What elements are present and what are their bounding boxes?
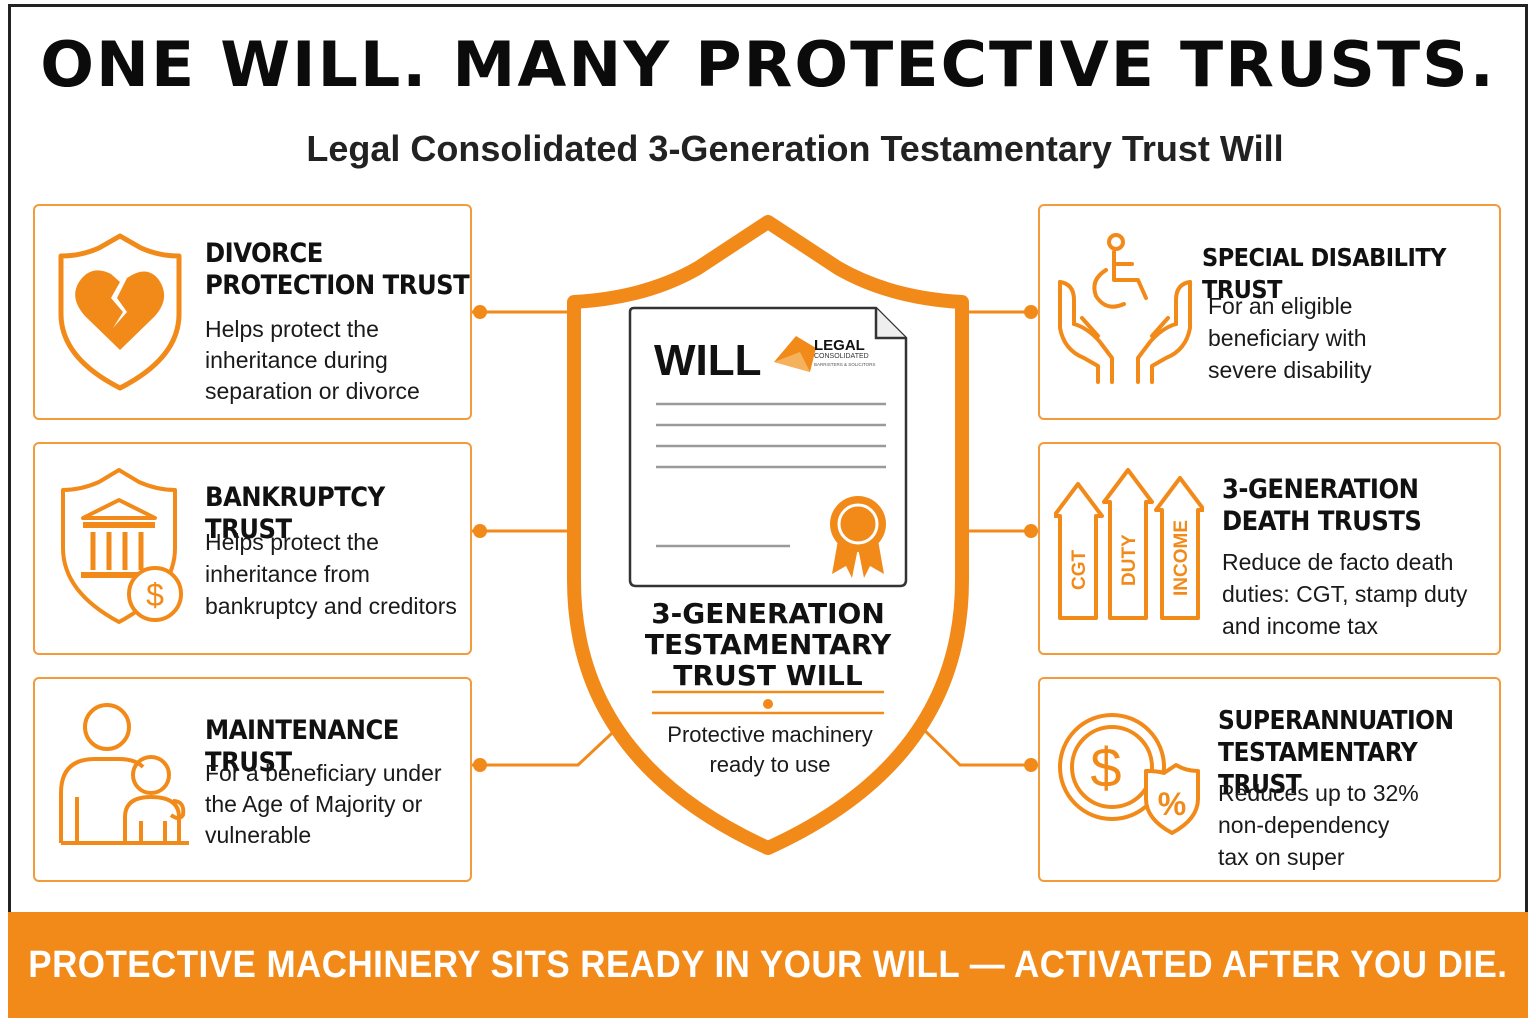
tax-arrows-icon: CGT DUTY INCOME [1054, 468, 1204, 620]
card-description: Reduce de facto death duties: CGT, stamp… [1222, 546, 1467, 642]
svg-text:%: % [1158, 786, 1186, 822]
card-desc-line: tax on super [1218, 844, 1345, 870]
card-desc-line: duties: CGT, stamp duty [1222, 581, 1468, 607]
center-title-line: TESTAMENTARY [644, 628, 892, 661]
bank-dollar-shield-icon: $ [61, 468, 183, 624]
card-desc-line: and income tax [1222, 613, 1378, 639]
center-title-line: 3-GENERATION [651, 597, 885, 630]
connector-maintenance [472, 718, 628, 767]
card-title-line: SPECIAL DISABILITY TRUST [1202, 243, 1446, 304]
card-title: MAINTENANCE TRUST [205, 715, 470, 779]
card-title: DIVORCE PROTECTION TRUST [205, 238, 470, 302]
card-description: Helps protect the inheritance from bankr… [205, 526, 457, 622]
arrow-label-cgt: CGT [1069, 550, 1090, 591]
card-title: SUPERANNUATION TESTAMENTARY TRUST [1218, 705, 1499, 801]
arrow-label-income: INCOME [1171, 520, 1192, 596]
center-title: 3-GENERATION TESTAMENTARY TRUST WILL [600, 598, 936, 691]
card-bankruptcy-trust: $ BANKRUPTCY TRUST Helps protect the inh… [33, 442, 472, 655]
card-title: BANKRUPTCY TRUST [205, 482, 470, 546]
card-desc-line: Reduces up to 32% [1218, 780, 1419, 806]
card-title-line: TESTAMENTARY TRUST [1218, 738, 1418, 800]
logo-tagline: BARRISTERS & SOLICITORS [814, 362, 876, 367]
card-divorce-protection-trust: DIVORCE PROTECTION TRUST Helps protect t… [33, 204, 472, 420]
card-description: Reduces up to 32% non-dependency tax on … [1218, 777, 1419, 873]
dollar-percent-shield-icon: $ % [1058, 713, 1200, 835]
broken-heart-shield-icon [58, 233, 182, 391]
connector-dot [1024, 305, 1038, 319]
card-special-disability-trust: SPECIAL DISABILITY TRUST For an eligible… [1038, 204, 1501, 420]
bottom-banner: PROTECTIVE MACHINERY SITS READY IN YOUR … [8, 912, 1528, 1018]
card-superannuation-testamentary-trust: $ % SUPERANNUATION TESTAMENTARY TRUST Re… [1038, 677, 1501, 882]
card-desc-line: Helps protect the [205, 316, 379, 342]
card-desc-line: Helps protect the [205, 529, 379, 555]
connector-dot [1024, 758, 1038, 772]
card-description: Helps protect the inheritance during sep… [205, 314, 420, 407]
card-title-line: PROTECTION TRUST [205, 270, 470, 301]
document-will-word: WILL [654, 336, 762, 385]
card-title-line: 3-GENERATION [1222, 474, 1419, 505]
card-3-generation-death-trusts: CGT DUTY INCOME 3-GENERATION DEATH TRUST… [1038, 442, 1501, 655]
center-sub-line: ready to use [709, 752, 831, 777]
card-desc-line: beneficiary with [1208, 325, 1367, 351]
card-desc-line: For a beneficiary under [205, 760, 442, 786]
connector-dot [1024, 524, 1038, 538]
logo-icon [774, 336, 816, 372]
card-desc-line: separation or divorce [205, 378, 420, 404]
banner-text: PROTECTIVE MACHINERY SITS READY IN YOUR … [28, 943, 1508, 986]
card-description: For an eligible beneficiary with severe … [1208, 290, 1372, 386]
arrow-label-duty: DUTY [1119, 534, 1140, 586]
parent-child-icon [59, 703, 189, 845]
page-title: ONE WILL. MANY PROTECTIVE TRUSTS. [40, 28, 1496, 101]
card-title: 3-GENERATION DEATH TRUSTS [1222, 474, 1422, 538]
card-title-line: DEATH TRUSTS [1222, 506, 1422, 537]
hands-wheelchair-icon [1058, 233, 1192, 384]
card-desc-line: non-dependency [1218, 812, 1390, 838]
card-title: SPECIAL DISABILITY TRUST [1202, 242, 1499, 306]
card-title-line: SUPERANNUATION [1218, 706, 1454, 736]
connector-dot [473, 305, 487, 319]
card-title-line: MAINTENANCE TRUST [205, 715, 399, 778]
card-description: For a beneficiary under the Age of Major… [205, 758, 442, 851]
svg-text:$: $ [146, 577, 164, 613]
card-desc-line: the Age of Majority or [205, 791, 423, 817]
card-title-line: DIVORCE [205, 238, 323, 269]
card-desc-line: severe disability [1208, 357, 1372, 383]
center-sub-line: Protective machinery [667, 722, 873, 747]
logo-name: LEGAL [814, 337, 865, 354]
seal-ribbon-icon [830, 496, 886, 578]
center-title-line: TRUST WILL [673, 659, 863, 692]
logo-sub: CONSOLIDATED [814, 353, 869, 360]
connector-dot [473, 524, 487, 538]
center-subtitle: Protective machinery ready to use [620, 720, 920, 780]
card-desc-line: Reduce de facto death [1222, 549, 1454, 575]
card-desc-line: For an eligible [1208, 293, 1353, 319]
connector-dot [473, 758, 487, 772]
card-maintenance-trust: MAINTENANCE TRUST For a beneficiary unde… [33, 677, 472, 882]
svg-text:$: $ [1090, 736, 1121, 799]
page-subtitle: Legal Consolidated 3-Generation Testamen… [306, 128, 1284, 169]
card-desc-line: inheritance during [205, 347, 388, 373]
card-desc-line: inheritance from [205, 561, 370, 587]
connector-super [914, 720, 1038, 767]
card-desc-line: vulnerable [205, 822, 312, 848]
card-desc-line: bankruptcy and creditors [205, 593, 457, 619]
card-title-line: BANKRUPTCY TRUST [205, 482, 385, 545]
